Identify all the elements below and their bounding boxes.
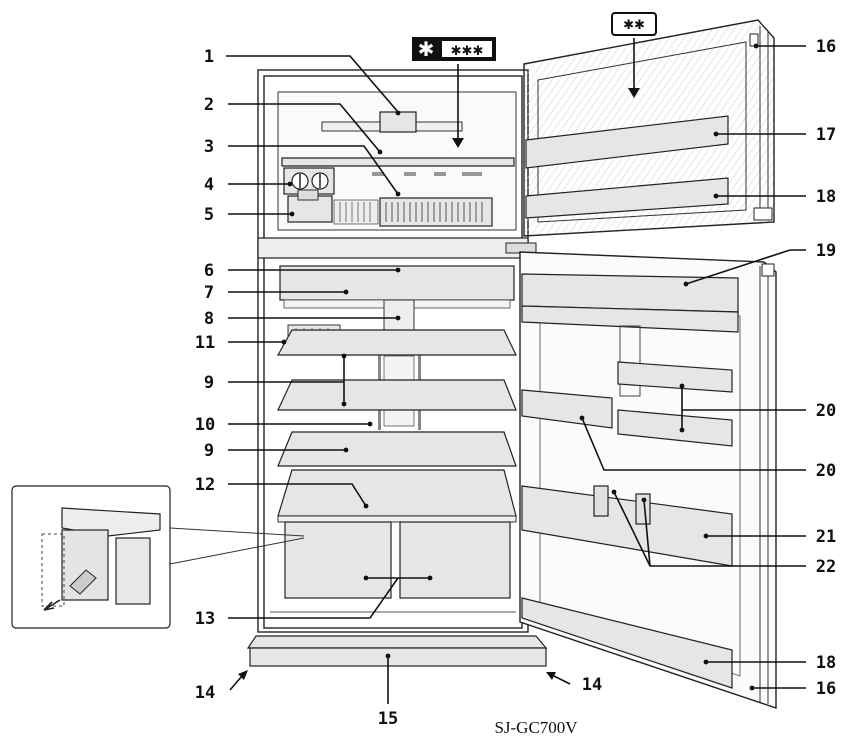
fridge-compartment bbox=[246, 265, 548, 667]
callout-21: 21 bbox=[816, 527, 836, 547]
small-door-pocket-lower bbox=[617, 409, 733, 447]
callout-11: 11 bbox=[195, 333, 215, 353]
callout-19: 19 bbox=[816, 241, 836, 261]
callout-labels: 1 2 3 4 5 6 7 8 11 9 10 9 12 13 14 15 14… bbox=[195, 37, 836, 729]
model-caption: SJ-GC700V bbox=[494, 718, 578, 737]
callout-10: 10 bbox=[195, 415, 215, 435]
callout-15: 15 bbox=[378, 709, 398, 729]
door-stars: ✱✱ bbox=[623, 18, 645, 33]
callout-8: 8 bbox=[204, 309, 214, 329]
fridge-door bbox=[519, 251, 777, 709]
crisper-left bbox=[284, 521, 392, 599]
leader-lines bbox=[226, 38, 806, 704]
freezer-shelf bbox=[281, 157, 515, 167]
callout-16-lower: 16 bbox=[816, 679, 836, 699]
freezer-star-rating: ✱ ✱✱✱ bbox=[412, 37, 496, 61]
callout-22: 22 bbox=[816, 557, 836, 577]
air-outlet bbox=[383, 299, 415, 331]
ice-storage-box bbox=[379, 197, 493, 227]
callout-4: 4 bbox=[204, 175, 214, 195]
callout-12: 12 bbox=[195, 475, 215, 495]
crisper-removal-detail bbox=[11, 485, 305, 629]
crisper-right bbox=[399, 521, 511, 599]
callout-9-lower: 9 bbox=[204, 441, 214, 461]
callout-17: 17 bbox=[816, 125, 836, 145]
callout-2: 2 bbox=[204, 95, 214, 115]
crisper-cover bbox=[277, 469, 517, 517]
callout-13: 13 bbox=[195, 609, 215, 629]
callout-1: 1 bbox=[204, 47, 214, 67]
callout-14-left: 14 bbox=[195, 683, 215, 703]
fridge-shelf-1 bbox=[276, 329, 517, 356]
freezer-door-lower-pocket bbox=[525, 177, 729, 219]
base-grille bbox=[246, 635, 548, 649]
freezer-door bbox=[523, 19, 775, 237]
freezer-door-pocket bbox=[525, 115, 729, 169]
fridge-shelf-3 bbox=[277, 431, 517, 467]
callout-9-upper: 9 bbox=[204, 373, 214, 393]
callout-18-upper: 18 bbox=[816, 187, 836, 207]
door-pocket-left bbox=[521, 389, 613, 429]
callout-20-lower: 20 bbox=[816, 461, 836, 481]
pull-arrow-icon bbox=[43, 599, 61, 611]
bottle-holder-left bbox=[593, 485, 609, 517]
callout-20-upper: 20 bbox=[816, 401, 836, 421]
callout-16-upper: 16 bbox=[816, 37, 836, 57]
callout-3: 3 bbox=[204, 137, 214, 157]
callout-6: 6 bbox=[204, 261, 214, 281]
fridge-shelf-2 bbox=[277, 379, 517, 411]
cabinet bbox=[257, 69, 537, 633]
freezer-snowflake-icon: ✱ bbox=[418, 37, 435, 61]
callout-18-lower: 18 bbox=[816, 653, 836, 673]
door-bottom-pocket bbox=[521, 597, 733, 689]
callout-14-right: 14 bbox=[582, 675, 602, 695]
callout-7: 7 bbox=[204, 283, 214, 303]
freezer-stars: ✱✱✱ bbox=[451, 44, 484, 59]
bottle-holder-right bbox=[635, 493, 651, 525]
callout-5: 5 bbox=[204, 205, 214, 225]
door-star-rating: ✱✱ bbox=[611, 12, 657, 36]
small-door-pocket-upper bbox=[617, 361, 733, 393]
